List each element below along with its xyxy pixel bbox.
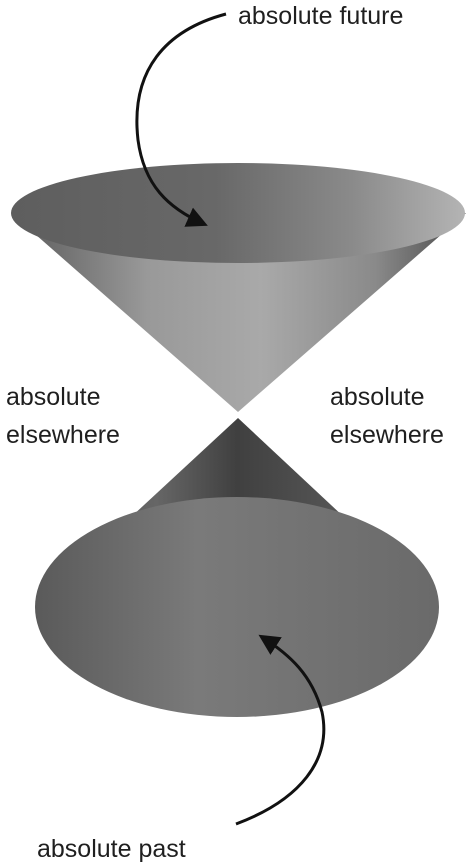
absolute-future-label: absolute future: [238, 2, 403, 30]
past-cone: [35, 418, 439, 717]
future-cone: [11, 163, 466, 412]
past-cone-base: [35, 497, 439, 717]
absolute-past-label: absolute past: [37, 835, 186, 863]
elsewhere-left-label-line2: elsewhere: [6, 421, 120, 449]
future-cone-top: [11, 163, 465, 263]
elsewhere-right-label-line2: elsewhere: [330, 421, 444, 449]
elsewhere-left-label-line1: absolute: [6, 383, 101, 411]
elsewhere-right-label-line1: absolute: [330, 383, 425, 411]
